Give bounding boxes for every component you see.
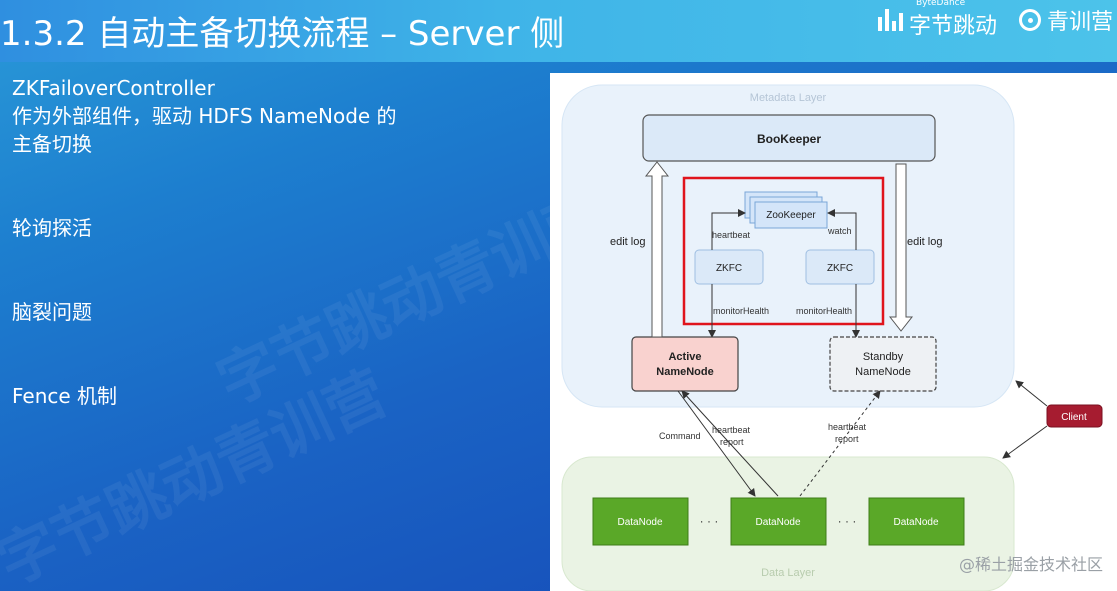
bytedance-logo: ByteDance 字节跳动 [877,0,997,40]
datanode-1-box [592,497,689,546]
edit-log-right-label: edit log [907,236,942,248]
hb-report-label-3: heartbeat [828,422,867,432]
bytedance-icon [877,9,903,31]
bullet-line: 主备切换 [12,132,92,156]
heartbeat-label: heartbeat [712,230,751,240]
hb-report-label-4: report [835,434,859,444]
bullet-split-brain: 脑裂问题 [12,300,92,324]
hb-report-label-2: report [720,437,744,447]
qingxun-label: 青训营 [1046,10,1113,35]
zkfc-right-label: ZKFC [827,263,853,274]
command-label: Command [659,431,701,441]
logos: ByteDance 字节跳动 青训营 [877,0,1117,40]
standby-namenode-box [829,336,937,392]
footer-watermark: @稀土掘金技术社区 [958,555,1103,574]
zookeeper-label: ZooKeeper [766,210,816,221]
datanode-3-box [868,497,965,546]
ellipsis-1: · · · [700,514,719,528]
data-layer-label: Data Layer [761,567,815,579]
hb-report-label-1: heartbeat [712,425,751,435]
standby-label-1: Standby [863,351,904,363]
zookeeper-box [754,201,828,229]
bullet-fence: Fence 机制 [12,384,118,408]
zkfc-highlight-box [682,176,885,326]
bullet-zkfc: ZKFailoverController 作为外部组件，驱动 HDFS Name… [12,74,397,158]
bullet-polling: 轮询探活 [12,216,92,240]
architecture-diagram: Metadata Layer Data Layer BooKeeper ZooK… [550,73,1117,591]
edit-log-left-label: edit log [610,236,645,248]
bullet-line: 作为外部组件，驱动 HDFS NameNode 的 [12,104,397,128]
datanode-2-label: DataNode [755,517,800,528]
page-title: 1.3.2 自动主备切换流程 – Server 侧 [0,14,565,54]
zkfc-left-box [694,249,764,285]
edit-log-left-arrow [644,161,670,338]
datanode-1-label: DataNode [617,517,662,528]
active-label-1: Active [668,351,701,363]
ellipsis-2: · · · [838,514,857,528]
qingxun-icon [1018,9,1041,31]
standby-label-2: NameNode [855,366,911,378]
datanode-2-box [730,497,827,546]
bullet-line: ZKFailoverController [12,76,215,100]
monitor-right-label: monitorHealth [796,306,852,316]
zkfc-right-box [805,249,875,285]
bookkeeper-box [642,114,936,162]
metadata-layer-label: Metadata Layer [750,92,827,104]
bytedance-label: 字节跳动 [908,14,997,39]
bytedance-small-label: ByteDance [915,0,966,8]
edit-log-right-arrow [888,163,914,332]
datanode-3-label: DataNode [893,517,938,528]
bookkeeper-label: BooKeeper [757,132,821,146]
client-box [1046,404,1103,428]
active-label-2: NameNode [656,366,713,378]
client-label: Client [1061,412,1087,423]
header-bar [0,0,1117,62]
watch-label: watch [827,226,852,236]
zkfc-left-label: ZKFC [716,263,742,274]
qingxun-logo: 青训营 [1018,4,1113,36]
monitor-left-label: monitorHealth [713,306,769,316]
active-namenode-box [631,336,739,392]
